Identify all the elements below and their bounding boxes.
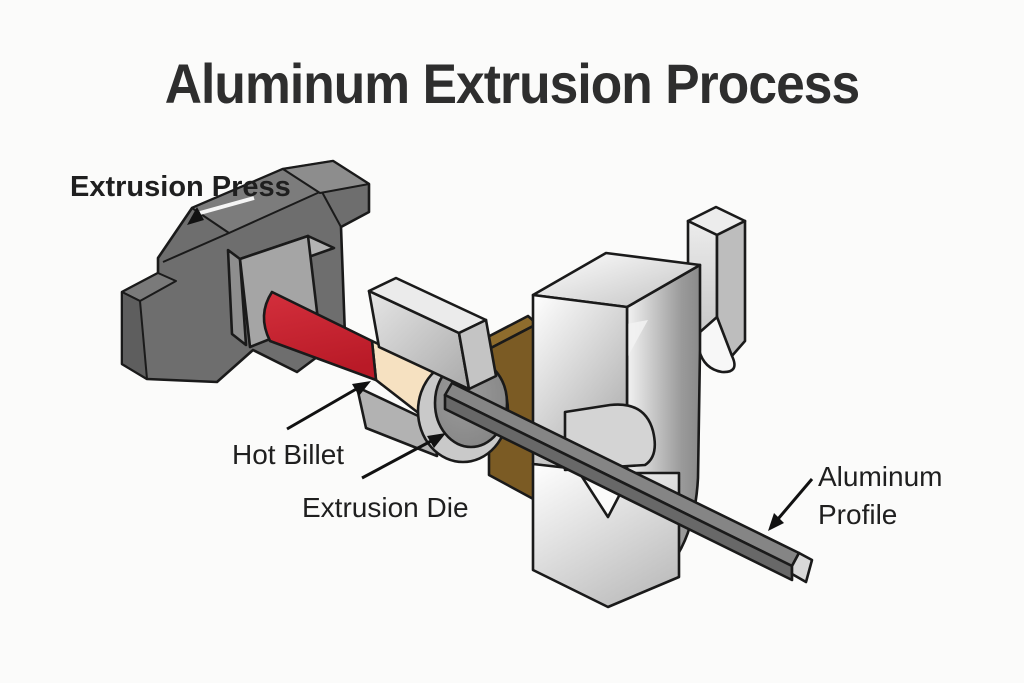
profile-end-cap (790, 551, 814, 584)
die-leader-line (361, 438, 434, 480)
label-extrusion-press: Extrusion Press (70, 171, 291, 203)
annotations (187, 196, 814, 531)
label-aluminum-profile-line1: Aluminum (818, 461, 942, 492)
die-arrowhead (427, 433, 446, 448)
press-arrowhead (187, 207, 204, 225)
billet-arrowhead (352, 381, 371, 396)
aluminum-profile-bar (443, 381, 814, 584)
press-left-side-face (121, 291, 148, 380)
billet-leader-line (286, 386, 359, 431)
ram-block-left-face (226, 248, 248, 347)
press-leader-line (199, 196, 255, 215)
container-bottom-block (355, 385, 439, 458)
billet-ram (262, 290, 378, 382)
text-layer: Aluminum Extrusion Process Extrusion Pre… (70, 53, 942, 530)
profile-side-face (443, 393, 794, 582)
label-aluminum-profile-line2: Profile (818, 499, 897, 530)
platen-frame (531, 205, 747, 609)
platen-arm-right-face (715, 219, 747, 359)
profile-leader-line (776, 478, 814, 520)
press-top-block-face (282, 160, 370, 194)
extrusion-press (120, 159, 378, 384)
platen-arm-bracket (697, 315, 736, 374)
press-ridge-edge (162, 232, 230, 263)
press-block-edge (321, 191, 342, 228)
profile-arrowhead (768, 513, 784, 531)
container-right-face (457, 318, 498, 391)
diagram-title: Aluminum Extrusion Process (165, 53, 860, 115)
billet-container (355, 276, 510, 464)
label-hot-billet: Hot Billet (232, 439, 344, 470)
label-extrusion-die: Extrusion Die (302, 492, 469, 523)
